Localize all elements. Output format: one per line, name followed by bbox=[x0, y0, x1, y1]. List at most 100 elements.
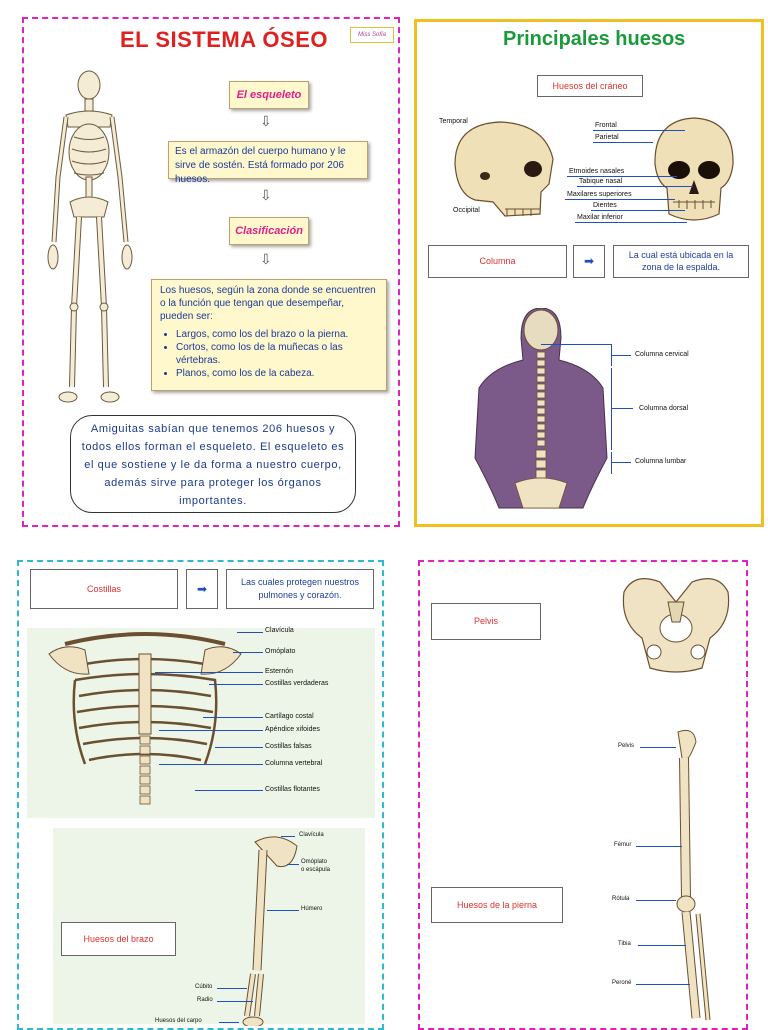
arm-label: Clavícula bbox=[299, 832, 324, 838]
panel-pelvis-pierna: Pelvis Huesos de la pierna Pelvis Fémur … bbox=[418, 560, 748, 1030]
down-arrow-icon: ⇩ bbox=[260, 113, 272, 129]
leader-line bbox=[591, 210, 685, 211]
signature-stamp: Miss Sofía bbox=[350, 27, 394, 43]
arm-label: Omóplato o escápula bbox=[301, 859, 331, 873]
skull-label: Dientes bbox=[593, 202, 617, 209]
arm-label: Húmero bbox=[301, 906, 323, 912]
skull-front-illustration bbox=[654, 117, 734, 221]
leader-line bbox=[267, 910, 299, 911]
skull-label: Maxilar inferior bbox=[577, 214, 623, 221]
ribs-label: Columna vertebral bbox=[265, 760, 323, 767]
skull-label: Maxilares superiores bbox=[567, 191, 632, 198]
leader-line bbox=[287, 864, 299, 865]
bracket-line bbox=[611, 452, 612, 474]
skull-label: Tabique nasal bbox=[579, 178, 623, 185]
leg-label: Fémur bbox=[614, 842, 632, 848]
leader-line bbox=[640, 747, 676, 748]
ribs-description: Las cuales protegen nuestros pulmones y … bbox=[226, 569, 374, 609]
skull-label: Occipital bbox=[453, 207, 480, 214]
panel-costillas-brazo: Costillas ➡ Las cuales protegen nuestros… bbox=[17, 560, 384, 1030]
leader-line bbox=[219, 1022, 239, 1023]
leader-line bbox=[155, 672, 263, 673]
leader-line bbox=[233, 652, 263, 653]
panel-sistema-oseo: EL SISTEMA ÓSEO Miss Sofía El bbox=[22, 17, 400, 527]
ribcage-illustration bbox=[48, 632, 242, 805]
leg-bones-illustration bbox=[676, 729, 711, 1021]
pelvis-illustration bbox=[622, 578, 730, 673]
skull-side-illustration bbox=[454, 121, 554, 217]
leader-line bbox=[636, 900, 676, 901]
leader-line bbox=[237, 632, 263, 633]
label-box-craneo: Huesos del cráneo bbox=[537, 75, 643, 97]
spine-label: Columna dorsal bbox=[639, 405, 689, 412]
leader-line bbox=[577, 186, 693, 187]
label-box-pierna: Huesos de la pierna bbox=[431, 887, 563, 923]
label-box-columna: Columna bbox=[428, 245, 567, 278]
skull-label: Frontal bbox=[595, 122, 617, 129]
down-arrow-icon: ⇩ bbox=[260, 187, 272, 203]
leg-label: Rótula bbox=[612, 896, 630, 902]
arrow-box: ➡ bbox=[573, 245, 605, 278]
leader-line bbox=[195, 790, 263, 791]
label-box-brazo: Huesos del brazo bbox=[61, 922, 176, 956]
label-box-costillas: Costillas bbox=[30, 569, 178, 609]
leader-line bbox=[636, 984, 690, 985]
skull-label: Etmoides nasales bbox=[569, 168, 625, 175]
list-item: Largos, como los del brazo o la pierna. bbox=[176, 328, 378, 341]
arm-label: Huesos del carpo bbox=[155, 1018, 202, 1024]
list-item: Cortos, como los de la muñecas o las vér… bbox=[176, 341, 378, 367]
spine-back-illustration bbox=[474, 308, 608, 509]
skeleton-illustration bbox=[47, 70, 133, 403]
leader-line bbox=[203, 717, 263, 718]
section-title: Principales huesos bbox=[503, 28, 686, 50]
definition-box: Es el armazón del cuerpo humano y le sir… bbox=[168, 141, 368, 185]
spine-label: Columna lumbar bbox=[635, 458, 687, 465]
leader-line bbox=[565, 199, 675, 200]
leader-line bbox=[611, 462, 631, 463]
leader-line bbox=[217, 1001, 253, 1002]
note-cloud: Amiguitas sabían que tenemos 206 huesos … bbox=[70, 415, 356, 513]
ribs-label: Costillas flotantes bbox=[265, 786, 320, 793]
list-item: Planos, como los de la cabeza. bbox=[176, 367, 378, 380]
leader-line bbox=[593, 130, 685, 131]
label-box-pelvis: Pelvis bbox=[431, 603, 541, 640]
leader-line bbox=[209, 684, 263, 685]
skull-label: Parietal bbox=[595, 134, 619, 141]
classification-list: Largos, como los del brazo o la pierna. … bbox=[160, 328, 378, 380]
classification-box: Los huesos, según la zona donde se encue… bbox=[151, 279, 387, 391]
leader-line bbox=[611, 408, 633, 409]
leader-line bbox=[636, 846, 682, 847]
skull-label: Temporal bbox=[439, 118, 468, 125]
ribs-label: Clavícula bbox=[265, 627, 294, 634]
leg-label: Peroné bbox=[612, 980, 632, 986]
leader-line bbox=[575, 222, 687, 223]
tag-clasificacion: Clasificación bbox=[229, 217, 309, 245]
leader-line bbox=[567, 176, 677, 177]
down-arrow-icon: ⇩ bbox=[260, 251, 272, 267]
ribs-label: Apéndice xifoides bbox=[265, 726, 320, 733]
spine-label: Columna cervical bbox=[635, 351, 689, 358]
ribs-label: Cartílago costal bbox=[265, 713, 314, 720]
ribs-label: Costillas verdaderas bbox=[265, 680, 329, 687]
arrow-box: ➡ bbox=[186, 569, 218, 609]
arm-label: Radio bbox=[197, 997, 213, 1003]
ribs-label: Omóplato bbox=[265, 648, 296, 655]
leader-line bbox=[215, 747, 263, 748]
arm-bones-illustration bbox=[242, 836, 298, 1026]
leader-line bbox=[593, 142, 653, 143]
leader-line bbox=[159, 730, 263, 731]
leg-label: Pelvis bbox=[618, 743, 635, 749]
ribs-label: Costillas falsas bbox=[265, 743, 312, 750]
ribs-label: Esternón bbox=[265, 668, 294, 675]
bracket-line bbox=[611, 368, 612, 450]
leader-line bbox=[159, 764, 263, 765]
leg-label: Tibia bbox=[618, 941, 631, 947]
classification-intro: Los huesos, según la zona donde se encue… bbox=[160, 285, 376, 322]
leader-line bbox=[281, 836, 295, 837]
leader-line bbox=[638, 945, 686, 946]
page-title: EL SISTEMA ÓSEO bbox=[120, 27, 328, 52]
leader-line bbox=[217, 988, 247, 989]
panel-principales-huesos: Principales huesos Huesos del cráneo Tem… bbox=[414, 19, 764, 527]
column-description: La cual está ubicada en la zona de la es… bbox=[613, 245, 749, 278]
leader-line bbox=[541, 344, 611, 345]
